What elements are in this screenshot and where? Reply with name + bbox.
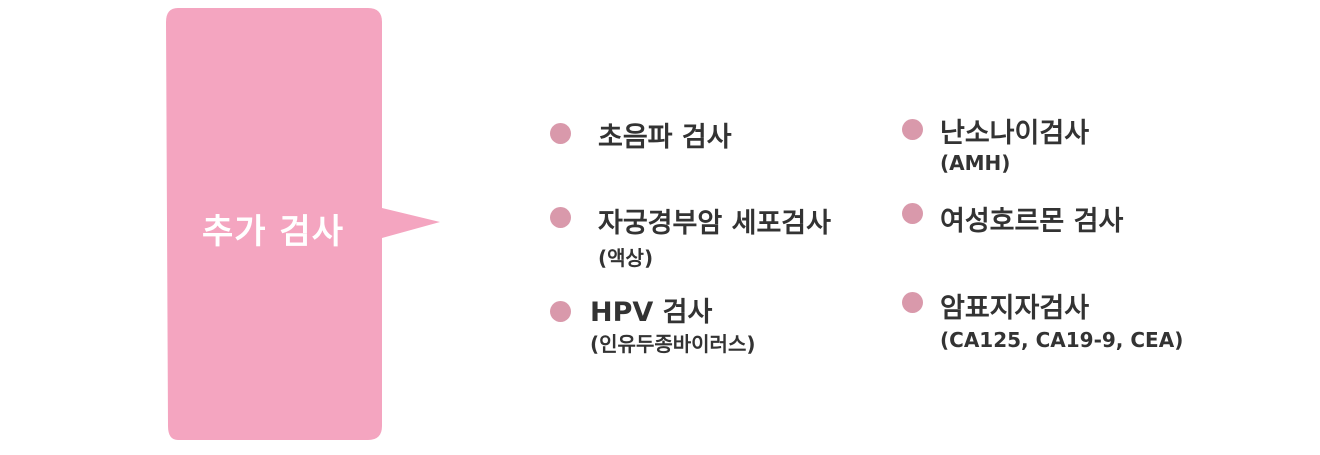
test-sublabel: (인유두종바이러스): [590, 332, 756, 356]
test-label: 난소나이검사: [940, 118, 1090, 149]
bullet-icon: [902, 292, 923, 313]
test-label: 자궁경부암 세포검사: [598, 208, 831, 239]
bullet-icon: [550, 301, 571, 322]
test-label: 여성호르몬 검사: [940, 206, 1124, 237]
bullet-icon: [902, 203, 923, 224]
test-sublabel: (AMH): [940, 151, 1011, 175]
bullet-icon: [550, 207, 571, 228]
test-sublabel: (CA125, CA19-9, CEA): [940, 328, 1184, 352]
bubble-title: 추가 검사: [202, 212, 344, 252]
bullet-icon: [550, 123, 571, 144]
bullet-icon: [902, 119, 923, 140]
test-label: 암표지자검사: [940, 293, 1090, 324]
test-label: 초음파 검사: [598, 122, 732, 153]
speech-bubble: 추가 검사: [164, 8, 440, 440]
test-label: HPV 검사: [590, 297, 713, 328]
speech-bubble-shape: [166, 8, 440, 440]
test-sublabel: (액상): [598, 246, 654, 270]
